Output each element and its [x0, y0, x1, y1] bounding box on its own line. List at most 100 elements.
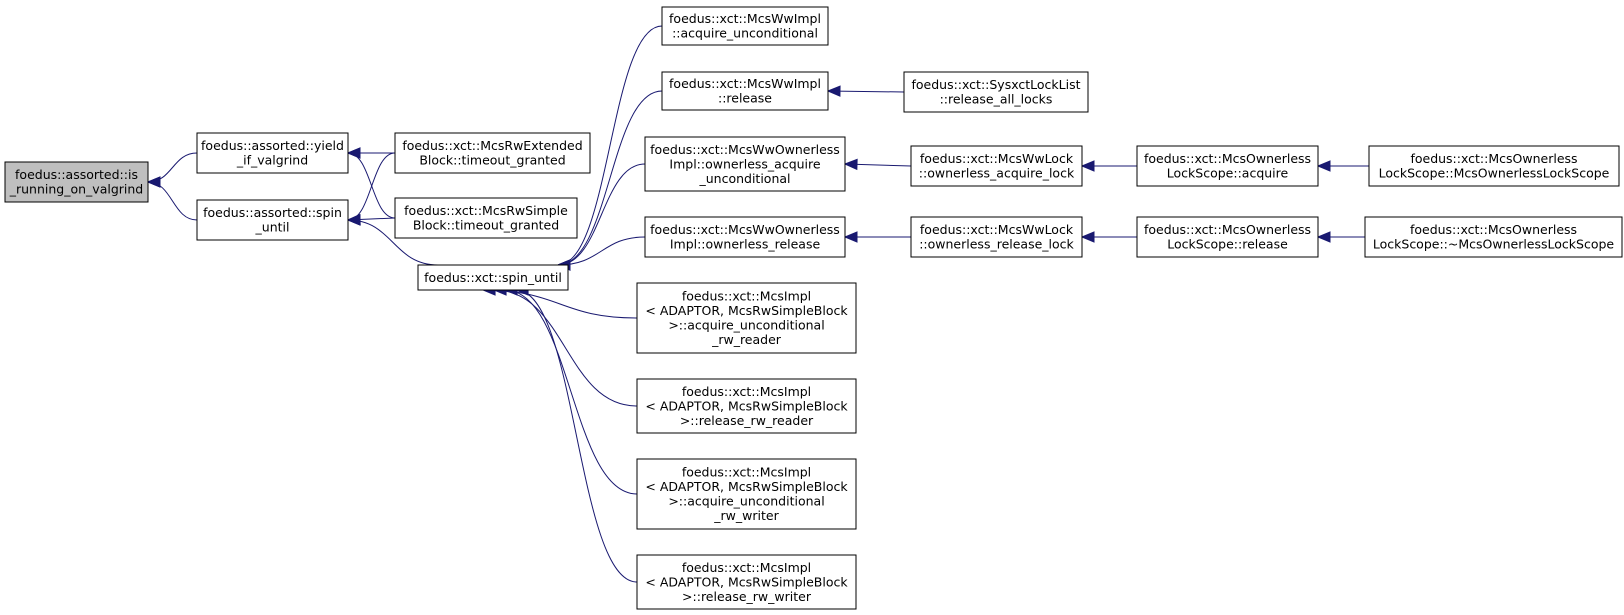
edge-acq_uncond_rw_writer-to-xct_spin_until [503, 284, 638, 495]
edge-mcsrwsimple_timeout-to-yield_if_valgrind [346, 147, 396, 219]
edge-xct_spin_until-to-assorted_spin_until [346, 214, 439, 266]
node-yield-if-valgrind[interactable]: foedus::assorted::yield_if_valgrind [196, 132, 349, 174]
node-label-line: >::release_rw_reader [680, 413, 814, 428]
nodes-layer: foedus::assorted::is_running_on_valgrind… [4, 6, 1623, 610]
node-scope-release[interactable]: foedus::xct::McsOwnerlessLockScope::rele… [1136, 216, 1319, 258]
node-box [1136, 145, 1319, 187]
node-label-line: ::ownerless_acquire_lock [919, 166, 1075, 181]
node-label-line: foedus::xct::McsWwImpl [669, 76, 821, 91]
node-label-line: _if_valgrind [236, 153, 308, 168]
node-box [1368, 145, 1620, 187]
node-box [644, 136, 846, 192]
edge-mcsrwextended_timeout-to-assorted_spin_until [346, 152, 396, 226]
node-label-line: foedus::xct::McsWwOwnerless [650, 222, 840, 237]
node-label-line: foedus::xct::McsOwnerless [1410, 151, 1577, 166]
node-label-line: < ADAPTOR, McsRwSimpleBlock [645, 303, 848, 318]
node-label-line: >::acquire_unconditional [668, 494, 824, 509]
edge-release_rw_writer-to-xct_spin_until [514, 284, 638, 583]
node-box [903, 71, 1089, 113]
node-label-line: < ADAPTOR, McsRwSimpleBlock [645, 479, 848, 494]
node-xct-spin-until[interactable]: foedus::xct::spin_until [417, 264, 569, 291]
node-box [1364, 216, 1623, 258]
node-acq-uncond-rw-reader[interactable]: foedus::xct::McsImpl< ADAPTOR, McsRwSimp… [636, 282, 857, 354]
node-label-line: ::ownerless_release_lock [919, 237, 1074, 252]
node-label-line: foedus::xct::McsImpl [682, 465, 811, 480]
node-label-line: foedus::xct::spin_until [424, 270, 562, 285]
node-label-line: foedus::xct::McsOwnerless [1410, 222, 1577, 237]
node-ownerless-release-lock[interactable]: foedus::xct::McsWwLock::ownerless_releas… [910, 216, 1083, 258]
node-acq-uncond-rw-writer[interactable]: foedus::xct::McsImpl< ADAPTOR, McsRwSimp… [636, 458, 857, 530]
node-box [636, 554, 857, 610]
node-box [394, 132, 591, 174]
node-label-line: ::release_all_locks [940, 92, 1053, 107]
node-label-line: foedus::xct::McsOwnerless [1144, 151, 1311, 166]
node-box [661, 6, 829, 46]
node-label-line: LockScope::release [1167, 237, 1288, 252]
node-label-line: < ADAPTOR, McsRwSimpleBlock [645, 398, 848, 413]
node-label-line: foedus::xct::McsRwExtended [402, 138, 582, 153]
edge-scope_release-to-ownerless_release_lock [1080, 231, 1137, 243]
node-label-line: foedus::xct::McsOwnerless [1144, 222, 1311, 237]
node-label-line: foedus::xct::McsImpl [682, 560, 811, 575]
node-box [1136, 216, 1319, 258]
node-label-line: foedus::xct::McsRwSimple [404, 203, 568, 218]
edge-scope_acquire-to-ownerless_acquire_lock [1080, 160, 1137, 172]
node-label-line: Impl::ownerless_acquire [669, 156, 820, 171]
node-label-line: _rw_writer [713, 508, 779, 523]
node-box [910, 145, 1083, 187]
node-mcsrwextended-timeout[interactable]: foedus::xct::McsRwExtendedBlock::timeout… [394, 132, 591, 174]
node-ownerless-acquire-unconditional[interactable]: foedus::xct::McsWwOwnerlessImpl::ownerle… [644, 136, 846, 192]
edge-ownerless_release-to-xct_spin_until [556, 236, 646, 271]
node-release-rw-reader[interactable]: foedus::xct::McsImpl< ADAPTOR, McsRwSimp… [636, 378, 857, 434]
node-label-line: Block::timeout_granted [419, 153, 565, 168]
node-assorted-spin-until[interactable]: foedus::assorted::spin_until [196, 199, 349, 241]
node-release-rw-writer[interactable]: foedus::xct::McsImpl< ADAPTOR, McsRwSimp… [636, 554, 857, 610]
node-ww-acquire-unconditional[interactable]: foedus::xct::McsWwImpl::acquire_uncondit… [661, 6, 829, 46]
node-box [196, 199, 349, 241]
edge-scope_dtor-to-scope_release [1316, 231, 1365, 243]
node-label-line: _rw_reader [711, 332, 782, 347]
node-ownerless-release[interactable]: foedus::xct::McsWwOwnerlessImpl::ownerle… [644, 216, 846, 258]
node-box [417, 264, 569, 291]
node-label-line: ::acquire_unconditional [672, 26, 818, 41]
node-label-line: foedus::xct::McsImpl [682, 289, 811, 304]
node-label-line: Impl::ownerless_release [670, 237, 821, 252]
edge-ownerless_acquire_lock-to-ownerless_acquire_unconditional [843, 158, 912, 171]
node-label-line: >::acquire_unconditional [668, 318, 824, 333]
node-label-line: LockScope::~McsOwnerlessLockScope [1373, 237, 1615, 252]
node-label-line: foedus::xct::McsWwLock [920, 151, 1074, 166]
node-label-line: foedus::xct::SysxctLockList [911, 77, 1080, 92]
node-ownerless-acquire-lock[interactable]: foedus::xct::McsWwLock::ownerless_acquir… [910, 145, 1083, 187]
node-is-running-on-valgrind[interactable]: foedus::assorted::is_running_on_valgrind [4, 161, 149, 203]
node-box [394, 197, 578, 239]
node-label-line: foedus::assorted::is [15, 167, 138, 182]
node-ww-release[interactable]: foedus::xct::McsWwImpl::release [661, 71, 829, 111]
node-box [644, 216, 846, 258]
node-label-line: foedus::assorted::spin [203, 205, 342, 220]
edge-release_all_locks-to-ww_release [826, 85, 905, 97]
node-box [661, 71, 829, 111]
node-scope-dtor[interactable]: foedus::xct::McsOwnerlessLockScope::~Mcs… [1364, 216, 1623, 258]
node-box [636, 458, 857, 530]
node-label-line: _running_on_valgrind [9, 182, 144, 197]
node-label-line: foedus::assorted::yield [201, 138, 344, 153]
node-release-all-locks[interactable]: foedus::xct::SysxctLockList::release_all… [903, 71, 1089, 113]
edge-ownerless_release_lock-to-ownerless_release [843, 231, 911, 243]
node-box [636, 378, 857, 434]
node-label-line: foedus::xct::McsImpl [682, 384, 811, 399]
node-label-line: Block::timeout_granted [413, 218, 559, 233]
node-scope-ctor[interactable]: foedus::xct::McsOwnerlessLockScope::McsO… [1368, 145, 1620, 187]
node-label-line: >::release_rw_writer [682, 589, 812, 604]
node-box [910, 216, 1083, 258]
node-mcsrwsimple-timeout[interactable]: foedus::xct::McsRwSimpleBlock::timeout_g… [394, 197, 578, 239]
node-box [636, 282, 857, 354]
node-label-line: LockScope::McsOwnerlessLockScope [1379, 166, 1610, 181]
node-label-line: ::release [718, 91, 772, 106]
node-label-line: _unconditional [698, 171, 790, 186]
edge-scope_ctor-to-scope_acquire [1316, 160, 1369, 172]
node-label-line: LockScope::acquire [1167, 166, 1289, 181]
node-scope-acquire[interactable]: foedus::xct::McsOwnerlessLockScope::acqu… [1136, 145, 1319, 187]
edge-assorted_spin_until-to-is_running_on_valgrind [146, 176, 198, 221]
node-label-line: foedus::xct::McsWwImpl [669, 11, 821, 26]
